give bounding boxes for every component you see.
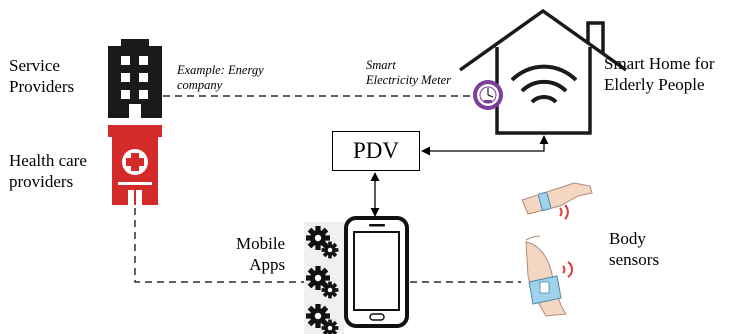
- body-sensors-line1: Body: [609, 229, 646, 248]
- smart-meter-label: Smart Electricity Meter: [366, 58, 451, 88]
- mobile-apps-line1: Mobile: [236, 234, 286, 253]
- service-providers-line2: Providers: [9, 77, 75, 96]
- smart-home-line1: Smart Home for: [604, 54, 715, 73]
- example-company-line2: company: [177, 78, 223, 92]
- body-sensors-line2: sensors: [609, 250, 660, 269]
- example-company-line1: Example: Energy: [177, 63, 264, 77]
- smart-meter-line2: Electricity Meter: [366, 73, 452, 87]
- arrow-links: [370, 135, 549, 217]
- smart-home-line2: Elderly People: [604, 75, 705, 94]
- smartphone-icon: [344, 216, 409, 328]
- pdv-label: PDV: [352, 138, 399, 163]
- home-pdv-arrow: [421, 135, 549, 156]
- gears-icon: [304, 222, 344, 334]
- smart-meter-line1: Smart: [366, 58, 396, 72]
- arm-sensor-icon: [525, 235, 574, 317]
- health-care-line1: Health care: [9, 151, 87, 170]
- dashed-links: [134, 95, 521, 283]
- pdv-box: PDV: [332, 131, 420, 171]
- smart-meter-icon: [473, 80, 503, 110]
- hospital-building-icon: [108, 125, 162, 205]
- health-care-line2: providers: [9, 172, 74, 191]
- service-providers-line1: Service: [9, 56, 60, 75]
- wrist-sensor-icon: [521, 182, 593, 220]
- body-sensors-label: Body sensors: [609, 228, 659, 270]
- smart-home-label: Smart Home for Elderly People: [604, 53, 714, 95]
- service-providers-label: Service Providers: [9, 55, 74, 97]
- healthcare-to-mobile-link: [134, 208, 308, 283]
- mobile-apps-line2: Apps: [249, 255, 286, 274]
- example-company-label: Example: Energy company: [177, 63, 264, 93]
- health-care-label: Health care providers: [9, 150, 87, 192]
- house-wifi-icon: [458, 8, 628, 135]
- mobile-apps-label: Mobile Apps: [236, 233, 285, 275]
- office-building-icon: [108, 39, 162, 118]
